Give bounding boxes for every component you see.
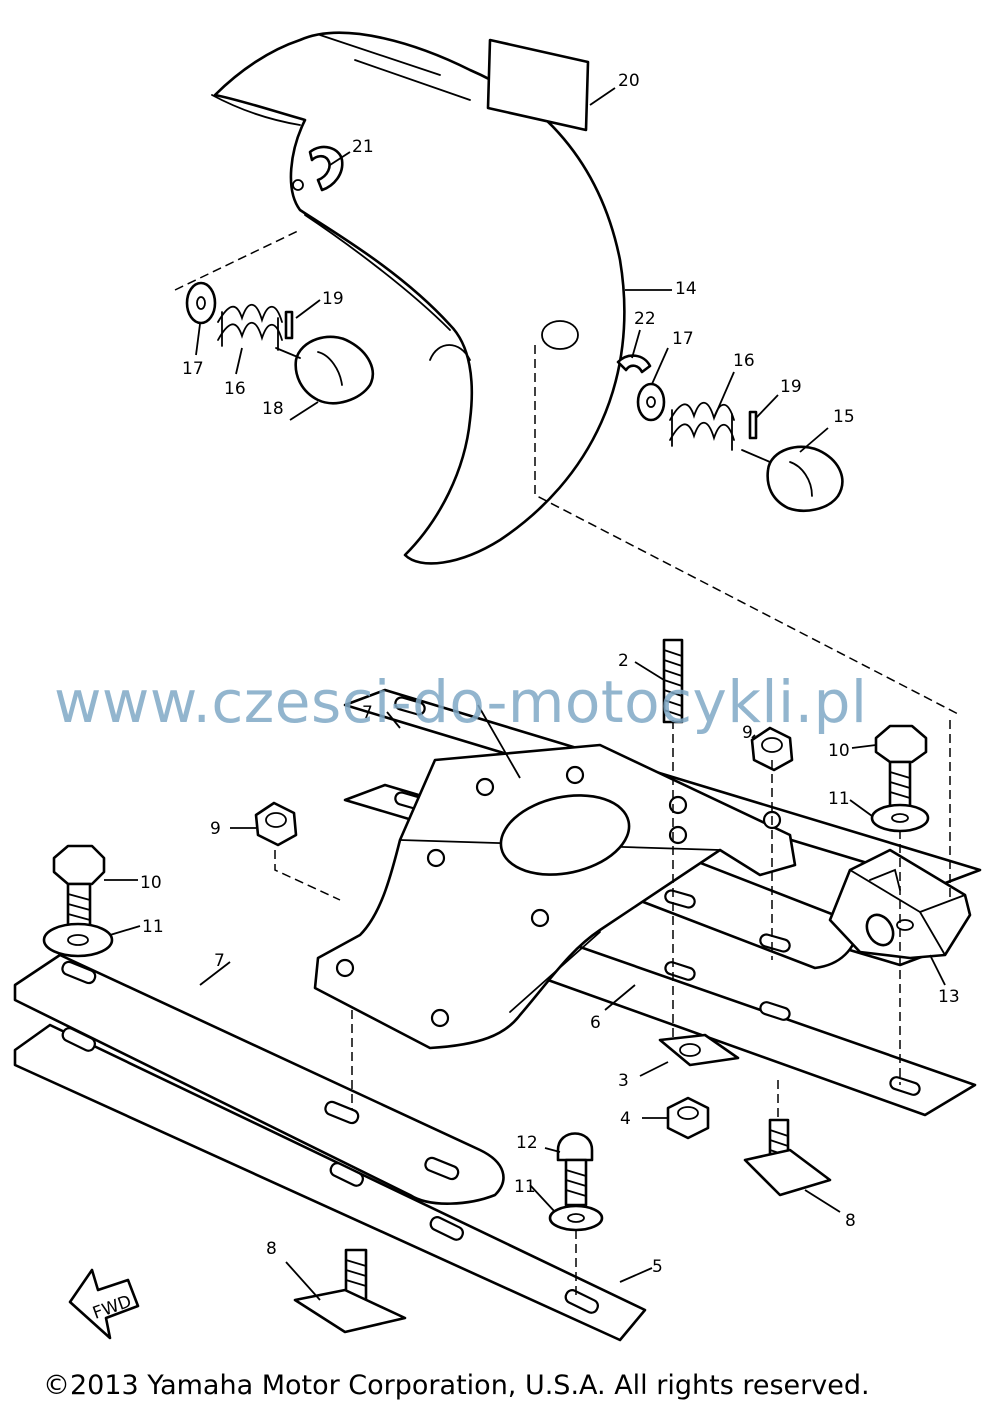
clip-part-22 <box>616 354 652 374</box>
washer-part-11-lower <box>548 1204 604 1232</box>
callout-7-upper: 7 <box>362 703 373 723</box>
callout-13: 13 <box>938 987 960 1007</box>
washer-part-17-right <box>636 382 666 422</box>
callout-11-left: 11 <box>142 917 164 937</box>
callout-15: 15 <box>833 407 855 427</box>
knob-part-15 <box>741 445 844 512</box>
t-bolt-part-8-right <box>743 1118 832 1197</box>
callout-4: 4 <box>620 1109 631 1129</box>
copyright-text: ©2013 Yamaha Motor Corporation, U.S.A. A… <box>43 1370 870 1401</box>
callout-20: 20 <box>618 71 640 91</box>
callout-3: 3 <box>618 1071 629 1091</box>
callout-12: 12 <box>516 1133 538 1153</box>
label-plate-part-20 <box>486 38 590 132</box>
pin-part-19-left <box>284 310 294 340</box>
callout-11-right: 11 <box>828 789 850 809</box>
callout-10-left: 10 <box>140 873 162 893</box>
callout-18: 18 <box>262 399 284 419</box>
bolt-part-10-left <box>52 844 106 927</box>
callout-16-right: 16 <box>733 351 755 371</box>
t-bolt-part-8-left <box>293 1248 407 1334</box>
callout-8-left: 8 <box>266 1239 277 1259</box>
bracket-part-1 <box>313 743 797 1050</box>
callout-9-left: 9 <box>210 819 221 839</box>
fwd-arrow-icon: FWD <box>68 1268 140 1340</box>
nut-part-9-left <box>254 801 298 847</box>
callout-21: 21 <box>352 137 374 157</box>
nut-part-4 <box>666 1096 710 1140</box>
knob-part-18 <box>275 335 375 405</box>
watermark-text: www.czesci-do-motocykli.pl <box>54 668 868 736</box>
spring-part-16-right <box>669 401 735 451</box>
callout-11-lower: 11 <box>514 1177 536 1197</box>
callout-17-left: 17 <box>182 359 204 379</box>
clip-part-21 <box>308 145 344 192</box>
washer-part-11-right <box>870 803 930 833</box>
callout-19-left: 19 <box>322 289 344 309</box>
callout-10-right: 10 <box>828 741 850 761</box>
bolt-part-10-right <box>874 724 928 810</box>
callout-16-left: 16 <box>224 379 246 399</box>
callout-14: 14 <box>675 279 697 299</box>
pin-part-19-right <box>748 410 758 440</box>
callout-17-right: 17 <box>672 329 694 349</box>
spring-part-16-left <box>217 303 283 351</box>
rail-part-5 <box>13 1023 647 1342</box>
strap-part-7-left <box>13 953 505 1205</box>
leader-lines <box>104 87 946 1301</box>
callout-8-right: 8 <box>845 1211 856 1231</box>
nut-part-9-right <box>750 726 794 772</box>
callout-6: 6 <box>590 1013 601 1033</box>
callout-19-right: 19 <box>780 377 802 397</box>
washer-part-17-left <box>185 281 217 325</box>
callout-2: 2 <box>618 651 629 671</box>
callout-5: 5 <box>652 1257 663 1277</box>
bolt-part-12 <box>556 1132 594 1207</box>
washer-part-11-left <box>42 922 114 958</box>
cowl-part-14 <box>211 31 626 565</box>
spacer-part-3 <box>658 1033 740 1067</box>
rail-part-6-extension <box>518 938 977 1117</box>
callout-22: 22 <box>634 309 656 329</box>
callout-9-right: 9 <box>742 723 753 743</box>
callout-7-left: 7 <box>214 951 225 971</box>
stud-bolt-part-2 <box>662 638 684 724</box>
